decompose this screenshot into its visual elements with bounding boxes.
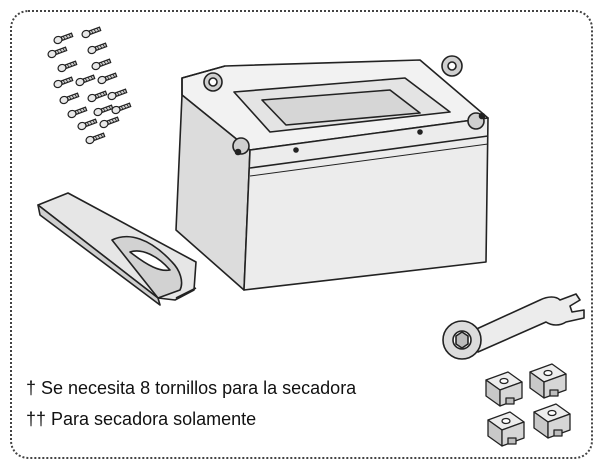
screw	[47, 46, 68, 59]
screw	[67, 106, 88, 119]
screw	[53, 32, 74, 45]
pedestal-drawer-icon	[175, 55, 489, 291]
screw	[53, 76, 74, 89]
screw	[87, 42, 108, 55]
screw	[97, 72, 118, 85]
screw	[57, 60, 78, 73]
screw	[93, 104, 114, 117]
note-screws-required: † Se necesita 8 tornillos para la secado…	[26, 378, 357, 398]
leveling-bracket	[485, 371, 523, 407]
note-dryer-only: †† Para secadora solamente	[26, 409, 257, 429]
screw	[87, 90, 108, 103]
screw	[91, 58, 112, 71]
screw	[81, 26, 102, 39]
screw	[111, 102, 132, 115]
wrench-icon	[442, 293, 585, 360]
screw	[85, 132, 106, 145]
leveling-brackets-icon	[485, 363, 571, 447]
leveling-bracket	[487, 411, 525, 447]
screws-icon	[47, 26, 132, 145]
leveling-bracket	[533, 403, 571, 439]
screw	[107, 88, 128, 101]
leveling-bracket	[529, 363, 567, 399]
handle-icon	[37, 192, 197, 306]
screw	[99, 116, 120, 129]
screw	[77, 118, 98, 131]
screw	[59, 92, 80, 105]
screw	[75, 74, 96, 87]
